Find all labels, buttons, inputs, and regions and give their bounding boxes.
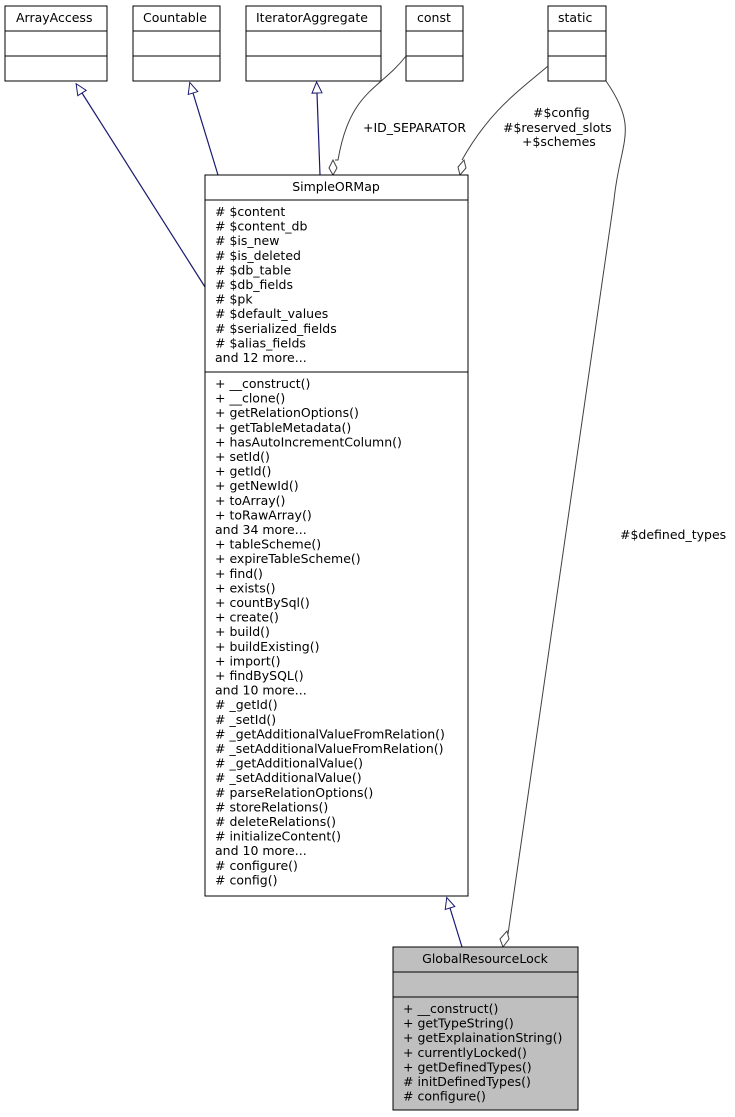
- member-item: + buildExisting(): [215, 639, 319, 654]
- member-item: # _setAdditionalValue(): [215, 770, 362, 785]
- member-item: + getTypeString(): [403, 1016, 514, 1031]
- member-item: # $db_table: [215, 262, 291, 277]
- member-item: + setId(): [215, 449, 270, 464]
- member-item: # $default_values: [215, 306, 328, 321]
- edge-label-defined-types: #$defined_types: [620, 527, 726, 542]
- edge-static-defined-types-association: [507, 80, 626, 935]
- member-item: + getExplainationString(): [403, 1030, 562, 1045]
- class-name: SimpleORMap: [292, 179, 380, 194]
- member-item: + getNewId(): [215, 478, 299, 493]
- member-item: # $alias_fields: [215, 335, 306, 350]
- member-item: # storeRelations(): [215, 799, 328, 814]
- member-item: + import(): [215, 653, 280, 668]
- class-name: ArrayAccess: [16, 10, 92, 25]
- member-item: # config(): [215, 872, 277, 887]
- class-name: IteratorAggregate: [256, 10, 368, 25]
- class-box: [392, 946, 579, 1111]
- member-item: + findBySQL(): [215, 668, 304, 683]
- class-global-resource-lock[interactable]: GlobalResourceLock + __construct()+ getT…: [392, 946, 579, 1111]
- class-simple-orm-map[interactable]: SimpleORMap # $content# $content_db# $is…: [204, 174, 469, 897]
- member-item: # _getAdditionalValueFromRelation(): [215, 726, 445, 741]
- member-item: + countBySql(): [215, 595, 310, 610]
- edge-simpleormap-inheritance: [444, 896, 463, 948]
- aggregation-diamond: [499, 929, 510, 949]
- class-name: Countable: [143, 10, 207, 25]
- aggregation-diamond: [328, 158, 338, 177]
- member-item: # _setAdditionalValueFromRelation(): [215, 741, 444, 756]
- member-item: # $content: [215, 204, 285, 219]
- association-edges: [328, 55, 626, 949]
- member-item: + expireTableScheme(): [215, 551, 361, 566]
- member-item: + getId(): [215, 464, 271, 479]
- more-members-note: and 34 more...: [215, 522, 307, 537]
- inheritance-edges: [75, 80, 463, 948]
- class-box: [4, 5, 108, 82]
- member-item: + toArray(): [215, 493, 285, 508]
- member-item: # configure(): [403, 1089, 486, 1104]
- class-box: [132, 5, 221, 82]
- member-item: # $content_db: [215, 219, 307, 234]
- member-item: + toRawArray(): [215, 507, 312, 522]
- member-item: + getTableMetadata(): [215, 420, 351, 435]
- attribute-list: # $content# $content_db# $is_new# $is_de…: [215, 204, 337, 365]
- member-item: + exists(): [215, 580, 275, 595]
- member-item: # $is_new: [215, 233, 279, 248]
- member-item: # $is_deleted: [215, 248, 301, 263]
- class-box: [245, 5, 382, 82]
- class-const[interactable]: const: [405, 5, 464, 82]
- edge-arrayaccess-inheritance: [75, 82, 206, 288]
- edge-label-reserved-slots: #$reserved_slots: [503, 120, 612, 135]
- class-static[interactable]: static: [547, 5, 607, 82]
- edge-label-id-separator: +ID_SEPARATOR: [363, 120, 466, 135]
- member-item: + currentlyLocked(): [403, 1045, 527, 1060]
- more-members-note: and 10 more...: [215, 683, 307, 698]
- member-item: + __construct(): [215, 376, 310, 391]
- member-item: + hasAutoIncrementColumn(): [215, 434, 402, 449]
- member-item: # initDefinedTypes(): [403, 1074, 531, 1089]
- member-item: + create(): [215, 610, 279, 625]
- member-item: + getRelationOptions(): [215, 405, 359, 420]
- aggregation-diamond: [457, 158, 467, 177]
- member-item: + build(): [215, 624, 270, 639]
- member-item: # initializeContent(): [215, 829, 341, 844]
- edge-iteratoraggregate-inheritance: [311, 80, 323, 176]
- class-countable[interactable]: Countable: [132, 5, 221, 82]
- edge-static-schemes-association: [461, 65, 549, 161]
- member-item: # $db_fields: [215, 277, 293, 292]
- class-name: const: [417, 10, 451, 25]
- member-item: + __construct(): [403, 1001, 498, 1016]
- edge-countable-inheritance: [187, 81, 219, 176]
- method-list: + __construct()+ getTypeString()+ getExp…: [403, 1001, 562, 1104]
- member-item: + tableScheme(): [215, 537, 321, 552]
- class-iterator-aggregate[interactable]: IteratorAggregate: [245, 5, 382, 82]
- member-item: # deleteRelations(): [215, 814, 336, 829]
- more-members-note: and 12 more...: [215, 350, 307, 365]
- member-item: # _setId(): [215, 712, 276, 727]
- class-box: [204, 174, 469, 897]
- class-box: [405, 5, 464, 82]
- member-item: # configure(): [215, 858, 298, 873]
- member-item: + __clone(): [215, 391, 285, 406]
- class-array-access[interactable]: ArrayAccess: [4, 5, 108, 82]
- edge-label-config: #$config: [533, 105, 590, 120]
- more-members-note: and 10 more...: [215, 843, 307, 858]
- member-item: # $pk: [215, 292, 253, 307]
- class-name: GlobalResourceLock: [422, 951, 548, 966]
- class-box: [547, 5, 607, 82]
- edge-label-schemes: +$schemes: [522, 134, 596, 149]
- class-name: static: [558, 10, 592, 25]
- edge-const-association: [335, 55, 407, 161]
- method-list: + __construct()+ __clone()+ getRelationO…: [215, 376, 445, 887]
- member-item: # _getAdditionalValue(): [215, 756, 363, 771]
- member-item: + getDefinedTypes(): [403, 1059, 532, 1074]
- member-item: # _getId(): [215, 697, 278, 712]
- member-item: + find(): [215, 566, 263, 581]
- member-item: # $serialized_fields: [215, 321, 337, 336]
- member-item: # parseRelationOptions(): [215, 785, 373, 800]
